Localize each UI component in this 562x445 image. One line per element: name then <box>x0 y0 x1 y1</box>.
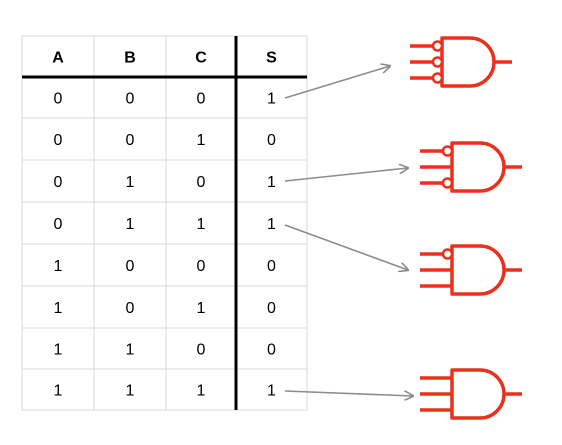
table-cell: 0 <box>54 216 63 233</box>
table-cell: 1 <box>126 174 135 191</box>
table-cell: 1 <box>126 342 135 359</box>
table-cell: 1 <box>126 216 135 233</box>
arrow-row-to-gate <box>284 168 408 182</box>
gate-body <box>450 141 506 193</box>
table-cell: 1 <box>267 383 276 400</box>
column-header-s: S <box>266 50 277 67</box>
table-cell: 1 <box>267 174 276 191</box>
table-cell: 0 <box>126 300 135 317</box>
table-cell: 0 <box>54 132 63 149</box>
inversion-bubble <box>441 177 454 189</box>
and-gate-4 <box>420 368 522 420</box>
table-cell: 1 <box>54 258 63 275</box>
table-cell: 0 <box>197 342 206 359</box>
table-cell: 0 <box>54 174 63 191</box>
table-cell: 1 <box>197 383 206 400</box>
table-cell: 0 <box>197 258 206 275</box>
inversion-bubble <box>441 248 454 260</box>
table-cell: 0 <box>267 342 276 359</box>
table-cell: 1 <box>197 300 206 317</box>
and-gate-2 <box>420 141 522 193</box>
table-cell: 1 <box>197 132 206 149</box>
truth-table: A B C S 0 0 0 1 0 0 1 0 0 1 0 1 0 1 1 1 1 0 0 0 1 0 1 0 1 1 0 0 1 1 1 1 <box>21 35 308 411</box>
column-header-c: C <box>195 50 207 67</box>
table-cell: 1 <box>267 216 276 233</box>
column-header-a: A <box>52 50 64 67</box>
table-cell: 1 <box>54 383 63 400</box>
arrows <box>284 66 413 396</box>
table-cell: 1 <box>54 342 63 359</box>
table-frame <box>21 35 308 411</box>
table-cell: 0 <box>126 91 135 108</box>
inversion-bubble <box>431 56 444 68</box>
inversion-bubble <box>431 72 444 84</box>
arrow-row-to-gate <box>284 66 390 99</box>
table-cell: 1 <box>54 300 63 317</box>
table-cell: 0 <box>126 132 135 149</box>
table-cell: 0 <box>267 258 276 275</box>
gate-body <box>450 368 506 420</box>
table-cell: 0 <box>126 258 135 275</box>
table-cell: 0 <box>197 91 206 108</box>
table-cell: 1 <box>267 91 276 108</box>
table-cell: 0 <box>197 174 206 191</box>
gate-body <box>450 244 506 296</box>
logic-gates <box>410 36 522 420</box>
arrow-row-to-gate <box>284 224 408 270</box>
table-cell: 0 <box>267 300 276 317</box>
table-cell: 1 <box>197 216 206 233</box>
inversion-bubble <box>441 145 454 157</box>
and-gate-3 <box>420 244 522 296</box>
column-header-b: B <box>124 50 136 67</box>
inversion-bubble <box>431 40 444 52</box>
gate-body <box>440 36 496 88</box>
table-cell: 0 <box>54 91 63 108</box>
and-gate-1 <box>410 36 512 88</box>
table-cell: 0 <box>267 132 276 149</box>
table-cell: 1 <box>126 383 135 400</box>
arrow-row-to-gate <box>284 390 413 396</box>
